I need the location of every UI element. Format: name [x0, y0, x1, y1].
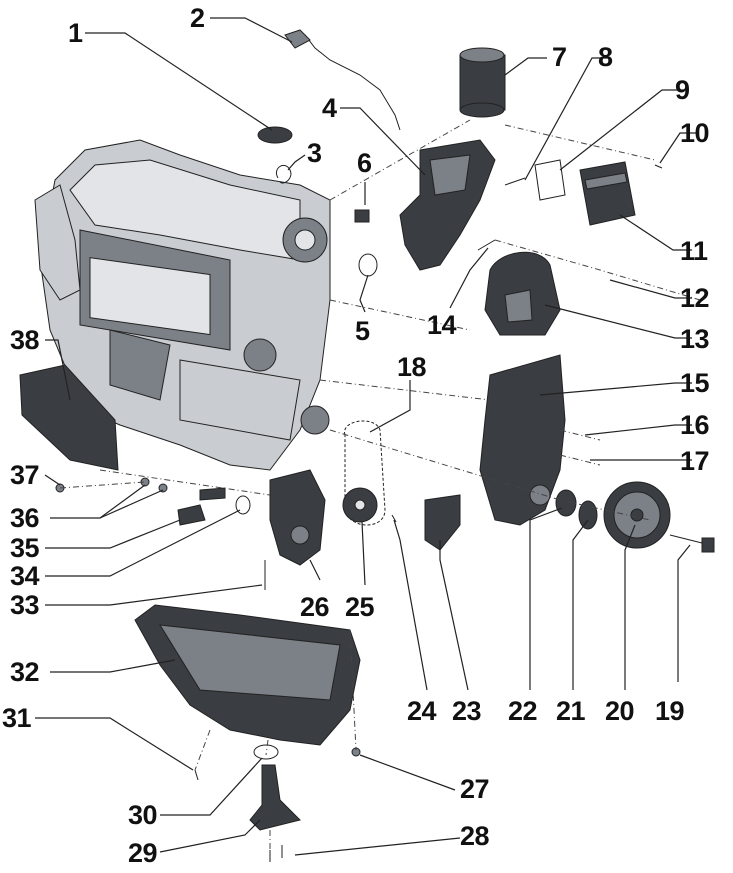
- part-22-seal: [555, 489, 577, 517]
- part-15-lower-cover: [479, 354, 566, 526]
- callout-15: 15: [680, 368, 710, 398]
- leader-lines: [35, 17, 697, 856]
- callout-35: 35: [10, 533, 40, 563]
- engine-block: [34, 139, 331, 471]
- part-30-seal: [253, 744, 279, 760]
- callout-9: 9: [675, 75, 690, 105]
- part-29-pickup: [249, 764, 301, 831]
- part-34-oring: [235, 495, 251, 515]
- part-8-bolt: [504, 177, 526, 186]
- callout-5: 5: [355, 316, 370, 346]
- callout-28: 28: [460, 821, 490, 851]
- callout-7: 7: [552, 42, 567, 72]
- callout-1: 1: [68, 18, 83, 48]
- callout-11: 11: [680, 236, 708, 266]
- callout-30: 30: [128, 800, 158, 830]
- part-23-guard: [424, 494, 461, 551]
- callout-23: 23: [452, 696, 482, 726]
- callout-25: 25: [345, 592, 375, 622]
- callout-37: 37: [10, 460, 40, 490]
- part-7-filter: [459, 47, 506, 118]
- callout-31: 31: [2, 703, 32, 733]
- callout-16: 16: [680, 410, 710, 440]
- callout-38: 38: [10, 325, 40, 355]
- callout-26: 26: [300, 592, 330, 622]
- part-5-seal: [358, 253, 378, 277]
- callout-18: 18: [397, 352, 427, 382]
- part-14-bolt: [477, 239, 496, 251]
- callout-34: 34: [10, 561, 40, 591]
- part-35-bracket: [177, 504, 206, 526]
- part-1-cap: [257, 126, 293, 144]
- part-18-chain: [344, 420, 386, 526]
- callout-36: 36: [10, 503, 40, 533]
- part-4-bracket: [399, 139, 496, 271]
- part-6-sensor: [354, 209, 370, 223]
- callout-24: 24: [407, 696, 437, 726]
- part-2-dipstick: [289, 34, 401, 131]
- callout-4: 4: [322, 93, 337, 123]
- part-32-oilpan: [134, 604, 361, 746]
- callout-27: 27: [460, 774, 490, 804]
- callout-32: 32: [10, 657, 40, 687]
- part-20-pulley: [603, 481, 671, 549]
- part-10-screw: [654, 164, 663, 169]
- callout-6: 6: [357, 148, 372, 178]
- callout-3: 3: [307, 138, 322, 168]
- callout-21: 21: [556, 696, 586, 726]
- part-28-screws: [269, 845, 283, 862]
- callout-19: 19: [655, 696, 685, 726]
- callout-13: 13: [680, 324, 710, 354]
- callout-22: 22: [508, 696, 538, 726]
- part-11-cooler: [579, 161, 636, 226]
- part-3-clip: [276, 165, 292, 184]
- callout-10: 10: [680, 118, 710, 148]
- callout-8: 8: [598, 42, 613, 72]
- callout-20: 20: [605, 696, 635, 726]
- part-38-shield: [19, 364, 119, 471]
- callout-33: 33: [10, 590, 40, 620]
- part-21-washer: [578, 500, 598, 530]
- alignment-lines: [59, 119, 701, 850]
- part-26-pump: [269, 469, 326, 566]
- callout-29: 29: [128, 838, 158, 868]
- part-31-bolt: [194, 769, 199, 781]
- callout-2: 2: [190, 3, 205, 33]
- part-9-gasket: [534, 159, 566, 201]
- callout-12: 12: [680, 283, 710, 313]
- callout-14: 14: [427, 310, 457, 340]
- part-24-bolt: [391, 514, 397, 523]
- callout-17: 17: [680, 446, 710, 476]
